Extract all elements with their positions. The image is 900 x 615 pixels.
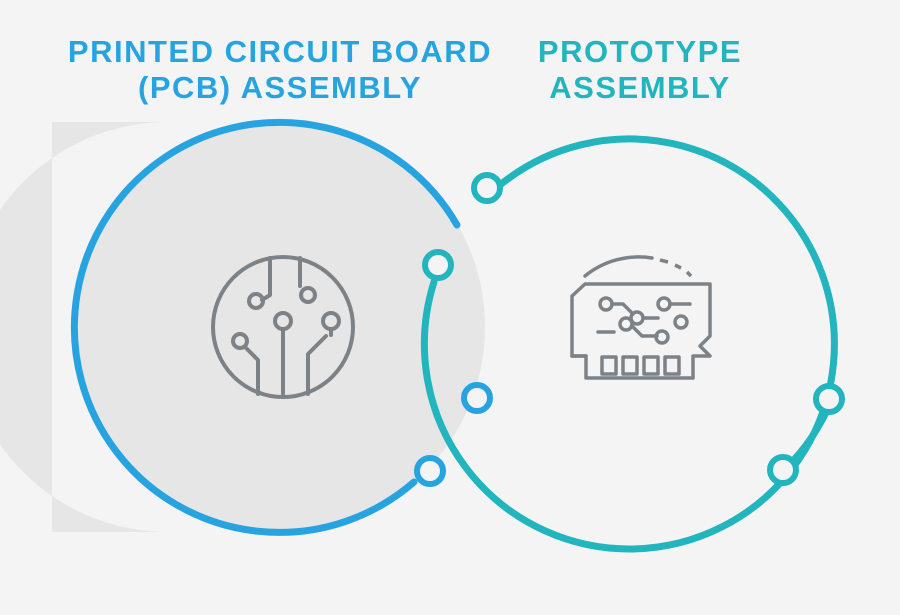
pcb-circle-outline bbox=[70, 118, 461, 536]
prototype-assembly-heading: PROTOTYPE ASSEMBLY bbox=[520, 34, 760, 106]
prototype-heading-line1: PROTOTYPE bbox=[537, 34, 743, 69]
pcb-heading-line2: (PCB) ASSEMBLY bbox=[138, 70, 422, 105]
prototype-ring-node-top bbox=[471, 172, 503, 204]
background-panel bbox=[0, 122, 168, 532]
circuit-board-module-icon bbox=[570, 255, 712, 380]
prototype-ring-node-right bbox=[813, 383, 845, 415]
prototype-heading-line2: ASSEMBLY bbox=[549, 70, 731, 105]
pcb-heading-line1: PRINTED CIRCUIT BOARD bbox=[67, 34, 493, 69]
prototype-ring-node-left bbox=[422, 249, 454, 281]
pcb-ring-node-right bbox=[461, 382, 493, 414]
pcb-ring-node-bottom bbox=[414, 455, 446, 487]
pcb-assembly-heading: PRINTED CIRCUIT BOARD (PCB) ASSEMBLY bbox=[40, 34, 520, 106]
prototype-ring-node-bottom bbox=[767, 454, 799, 486]
circuit-chip-icon bbox=[211, 255, 355, 399]
